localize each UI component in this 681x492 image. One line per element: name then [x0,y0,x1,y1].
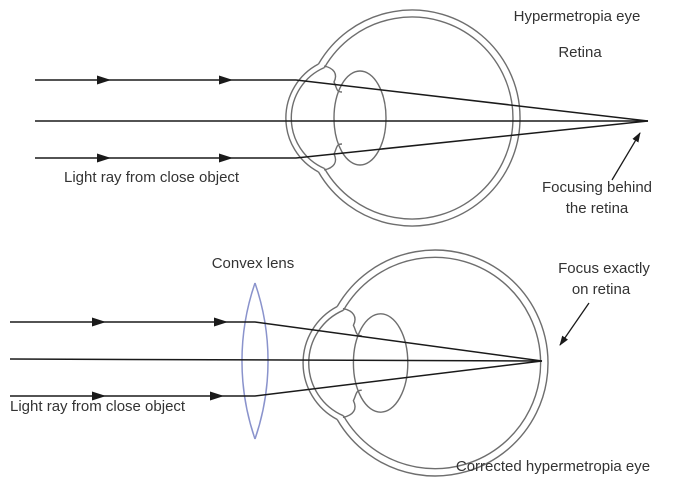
bottom-eye-label: Corrected hypermetropia eye [456,458,650,475]
bottom-ray-arrowheads [92,317,228,401]
top-light-rays [35,79,649,159]
ray-arrowhead-icon [92,391,106,401]
bottom-ray-middle [9,358,543,362]
ray-arrowhead-icon [92,317,106,327]
convex-lens-right-arc [254,282,269,440]
ray-arrowhead-icon [214,317,228,327]
bottom-light-rays [9,321,543,397]
corrected-hypermetropia-eye [302,249,549,477]
retina-label: Retina [558,44,602,61]
top-ray-lower [35,120,649,159]
convex-lens-label: Convex lens [212,255,295,272]
bottom-ray-label: Light ray from close object [10,398,186,415]
top-eye-label: Hypermetropia eye [514,8,641,25]
top-focus-pointer-arrow [611,132,641,181]
hypermetropia-eye [285,9,521,227]
top-focus-label-line2: the retina [566,200,629,217]
ray-arrowhead-icon [210,391,224,401]
top-ray-label: Light ray from close object [64,169,240,186]
top-focus-label-line1: Focusing behind [542,179,652,196]
convex-lens-left-arc [241,282,256,440]
ray-arrowhead-icon [97,75,111,85]
ray-arrowhead-icon [219,75,233,85]
bottom-focus-label-line1: Focus exactly [558,260,650,277]
ray-arrowhead-icon [219,153,233,163]
convex-lens [241,282,269,440]
top-ray-arrowheads [97,75,233,163]
bottom-focus-label-line2: on retina [572,281,631,298]
diagram-labels: Hypermetropia eye Retina Light ray from … [10,8,652,475]
bottom-ray-upper [10,321,543,362]
bottom-ray-lower [10,360,543,397]
top-ray-upper [35,79,649,122]
bottom-focus-pointer-arrow [559,302,590,346]
ray-arrowhead-icon [97,153,111,163]
